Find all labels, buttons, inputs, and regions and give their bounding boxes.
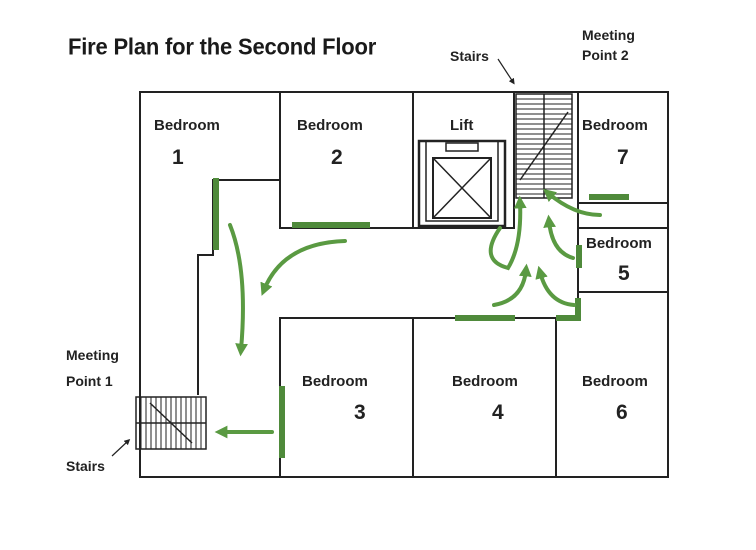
bedroom-3-label: Bedroom [302, 373, 368, 390]
bedroom-3-number: 3 [354, 401, 366, 424]
page-title: Fire Plan for the Second Floor [68, 33, 377, 60]
arrow-from-bedroom-4 [492, 263, 532, 307]
arrow-from-bedroom-2 [260, 239, 347, 296]
stairs-label-left: Stairs [66, 458, 105, 474]
arrow-from-bedroom-6 [535, 265, 576, 307]
bedroom-6-label: Bedroom [582, 373, 648, 390]
bedroom-4-number: 4 [492, 401, 504, 424]
bedroom-1-wall [197, 92, 281, 395]
meeting-point-2-line2: Point 2 [582, 47, 629, 63]
stairs-label-top: Stairs [450, 48, 489, 64]
bedroom-7-label: Bedroom [582, 117, 648, 134]
arrow-from-bedroom-5 [543, 214, 575, 260]
walls [139, 91, 669, 478]
outer-wall [139, 91, 669, 478]
arrow-from-bedroom-1 [228, 223, 248, 357]
evacuation-arrows [214, 188, 602, 439]
bedroom-6-number: 6 [616, 401, 628, 424]
arrow-from-bedroom-7 [543, 188, 602, 217]
lift-shaft-wall [413, 92, 515, 229]
meeting-point-1-line2: Point 1 [66, 373, 113, 389]
stairs-pointers [111, 58, 515, 457]
meeting-point-1-line1: Meeting [66, 347, 119, 363]
door-bedroom-6 [556, 298, 581, 321]
bedroom-5-number: 5 [618, 262, 630, 285]
bedroom-2-wall [279, 92, 414, 229]
stairs-icon-left [135, 396, 207, 450]
bedroom-5-label: Bedroom [586, 235, 652, 252]
meeting-point-2-line1: Meeting [582, 27, 635, 43]
lift-icon [417, 139, 507, 228]
stairs-icon-top [515, 93, 573, 199]
lift-label: Lift [450, 117, 474, 134]
bedroom-2-number: 2 [331, 146, 343, 169]
bedroom-1-label: Bedroom [154, 117, 220, 134]
bedroom-2-label: Bedroom [297, 117, 363, 134]
arrow-from-lift-area [488, 195, 527, 271]
lower-rooms-wall [279, 317, 557, 477]
bedroom-1-number: 1 [172, 146, 184, 169]
doors [213, 178, 629, 458]
bedroom-7-number: 7 [617, 146, 629, 169]
bedroom-4-label: Bedroom [452, 373, 518, 390]
